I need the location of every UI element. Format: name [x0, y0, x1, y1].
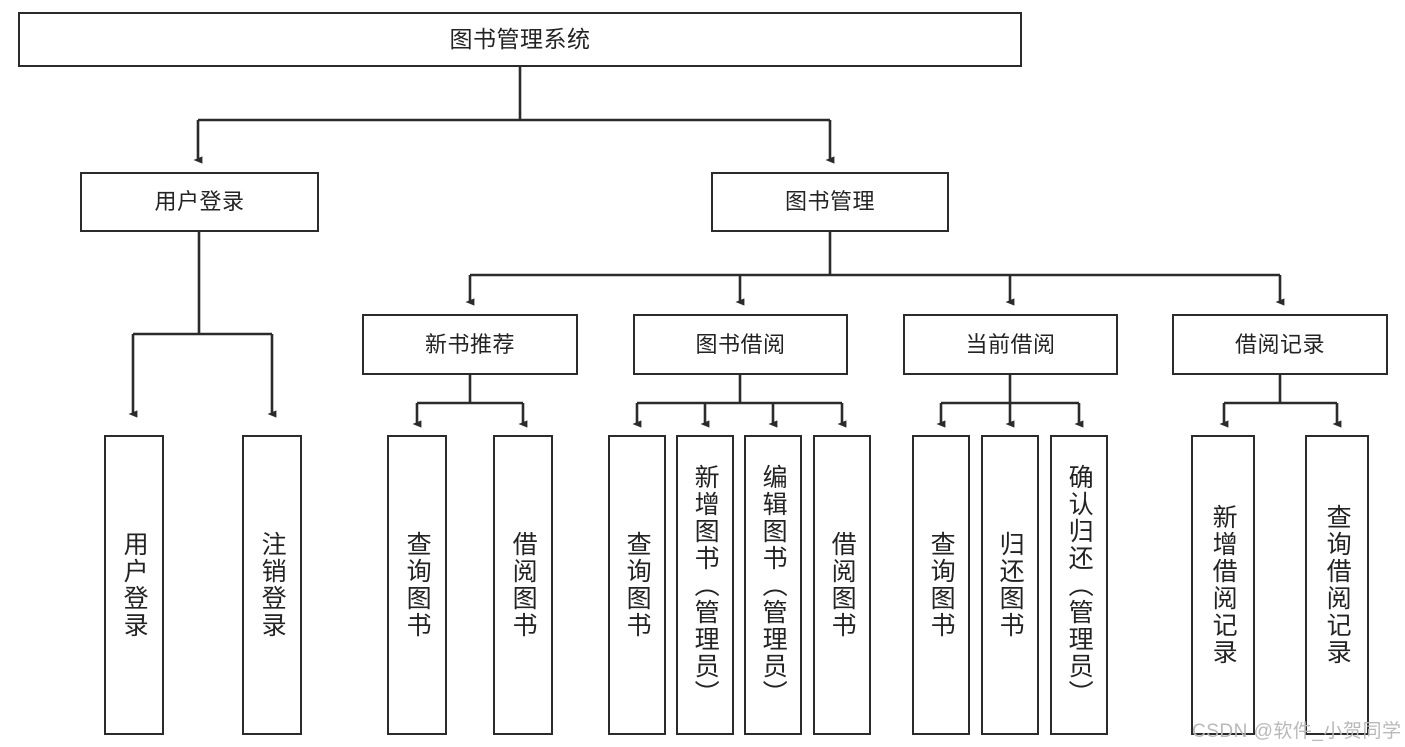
- node-label: 图书管理: [784, 189, 875, 215]
- node-leaf-record-query-record[interactable]: 查询借阅记录: [1305, 435, 1369, 735]
- node-leaf-record-add-record[interactable]: 新增借阅记录: [1191, 435, 1255, 735]
- node-leaf-recommend-borrow-book[interactable]: 借阅图书: [493, 435, 553, 735]
- node-label: 用户登录: [120, 531, 149, 639]
- node-label: 借阅记录: [1234, 331, 1325, 357]
- node-leaf-current-confirm-return-admin[interactable]: 确认归还（管理员）: [1050, 435, 1108, 735]
- node-label: 新增借阅记录: [1209, 504, 1238, 666]
- node-label: 新增图书（管理员）: [691, 463, 720, 707]
- node-leaf-borrow-query-book[interactable]: 查询图书: [608, 435, 666, 735]
- node-leaf-logout[interactable]: 注销登录: [242, 435, 302, 735]
- node-label: 用户登录: [154, 189, 245, 215]
- node-leaf-user-login[interactable]: 用户登录: [104, 435, 164, 735]
- node-label: 查询图书: [623, 531, 652, 639]
- node-new-book-recommend[interactable]: 新书推荐: [362, 314, 578, 375]
- node-label: 图书管理系统: [449, 25, 591, 52]
- node-label: 借阅图书: [828, 531, 857, 639]
- node-label: 查询图书: [403, 531, 432, 639]
- node-user-login[interactable]: 用户登录: [80, 172, 319, 232]
- node-label: 归还图书: [996, 531, 1025, 639]
- node-label: 查询借阅记录: [1323, 504, 1352, 666]
- node-book-management[interactable]: 图书管理: [711, 172, 949, 232]
- node-current-borrow[interactable]: 当前借阅: [903, 314, 1118, 375]
- node-leaf-recommend-query-book[interactable]: 查询图书: [387, 435, 447, 735]
- node-root-book-management-system[interactable]: 图书管理系统: [18, 12, 1022, 67]
- node-leaf-borrow-borrow-book[interactable]: 借阅图书: [813, 435, 871, 735]
- node-book-borrow[interactable]: 图书借阅: [633, 314, 848, 375]
- node-borrow-record[interactable]: 借阅记录: [1172, 314, 1388, 375]
- node-leaf-borrow-edit-book-admin[interactable]: 编辑图书（管理员）: [744, 435, 802, 735]
- node-label: 确认归还（管理员）: [1065, 463, 1094, 707]
- node-leaf-current-query-book[interactable]: 查询图书: [912, 435, 970, 735]
- node-label: 当前借阅: [965, 331, 1056, 357]
- node-leaf-current-return-book[interactable]: 归还图书: [981, 435, 1039, 735]
- csdn-watermark: CSDN @软件_小贺同学: [1192, 721, 1402, 742]
- node-label: 图书借阅: [695, 331, 786, 357]
- node-label: 查询图书: [927, 531, 956, 639]
- node-label: 新书推荐: [424, 331, 515, 357]
- node-leaf-borrow-add-book-admin[interactable]: 新增图书（管理员）: [676, 435, 734, 735]
- node-label: 注销登录: [258, 531, 287, 639]
- node-label: 借阅图书: [509, 531, 538, 639]
- node-label: 编辑图书（管理员）: [759, 463, 788, 707]
